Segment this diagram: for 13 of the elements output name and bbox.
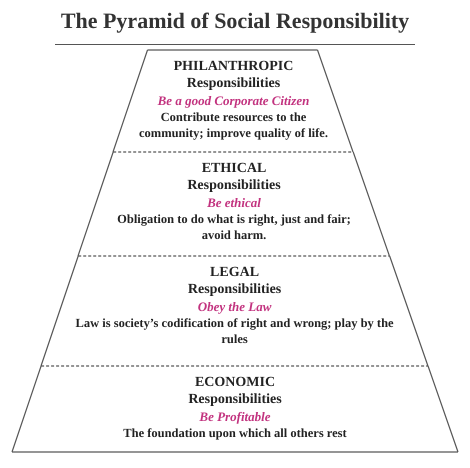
tier-motto: Obey the Law <box>196 298 272 315</box>
tier-description: Obligation to do what is right, just and fair; avoid harm. <box>116 211 352 243</box>
tier-heading: ECONOMIC Responsibilities <box>187 374 283 408</box>
title: The Pyramid of Social Responsibility <box>60 8 410 34</box>
tier-description: Contribute resources to the community; improve quality of life. <box>138 109 328 141</box>
tier-description: The foundation upon which all others rest <box>122 425 348 441</box>
tier-heading: LEGAL Responsibilities <box>186 264 282 298</box>
tier-heading: ETHICAL Responsibilities <box>186 160 282 194</box>
tier-description: Law is society’s codification of right and wrong; play by the rules <box>74 315 395 347</box>
tier-motto: Be Profitable <box>198 408 272 425</box>
tier-heading: PHILANTHROPIC Responsibilities <box>172 58 294 92</box>
tier-motto: Be ethical <box>206 194 262 211</box>
tier-motto: Be a good Corporate Citizen <box>156 92 310 109</box>
